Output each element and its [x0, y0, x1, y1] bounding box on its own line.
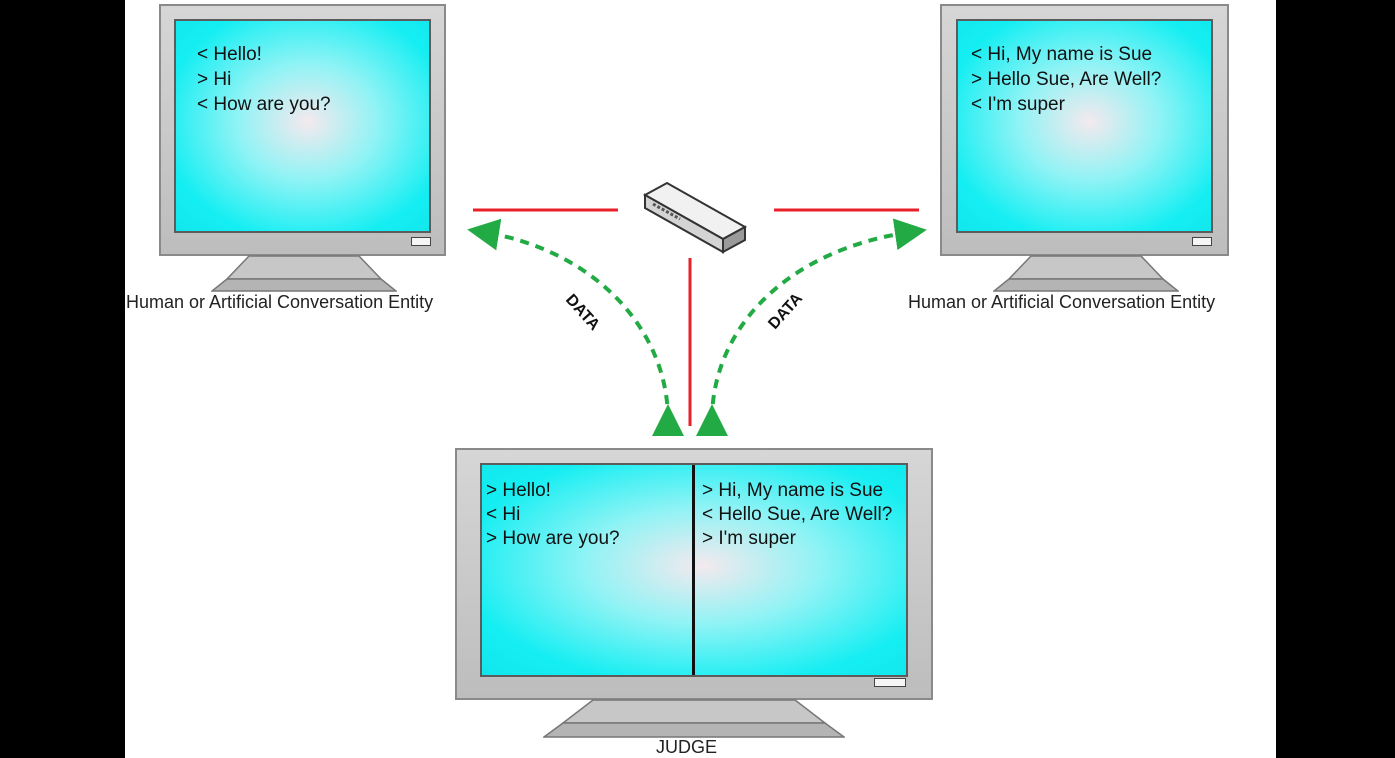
left-monitor: < Hello! > Hi < How are you? [159, 4, 446, 256]
left-monitor-stand [211, 255, 397, 292]
right-data-label: DATA [765, 290, 806, 333]
left-screen: < Hello! > Hi < How are you? [174, 19, 431, 233]
chat-line: < Hi, My name is Sue [971, 44, 1153, 65]
right-monitor: < Hi, My name is Sue > Hello Sue, Are We… [940, 4, 1229, 256]
right-data-arrow [695, 218, 927, 437]
judge-monitor: > Hello! < Hi > How are you? > Hi, My na… [455, 448, 933, 700]
screen-divider [692, 465, 695, 675]
diagram-canvas: DATA DATA < Hello! > Hi < How are you? H… [125, 0, 1276, 758]
power-button [1192, 237, 1212, 246]
connection-layer: DATA DATA [467, 181, 927, 437]
power-button [411, 237, 431, 246]
judge-screen: > Hello! < Hi > How are you? > Hi, My na… [480, 463, 908, 677]
power-button [874, 678, 906, 687]
chat-line: < I'm super [971, 94, 1065, 115]
left-data-label: DATA [562, 291, 603, 334]
chat-line: > Hello Sue, Are Well? [971, 69, 1162, 90]
chat-line: < Hello Sue, Are Well? [702, 504, 893, 525]
chat-line: < Hello! [197, 44, 262, 65]
judge-monitor-caption: JUDGE [656, 737, 718, 757]
judge-monitor-stand [543, 699, 845, 738]
chat-line: > Hi, My name is Sue [702, 480, 884, 501]
chat-line: > I'm super [702, 528, 796, 549]
chat-line: > Hi [197, 69, 232, 90]
chat-line: > Hello! [486, 480, 551, 501]
network-switch-icon [642, 181, 748, 254]
right-monitor-caption: Human or Artificial Conversation Entity [908, 292, 1216, 312]
right-monitor-stand [993, 255, 1179, 292]
right-screen: < Hi, My name is Sue > Hello Sue, Are We… [956, 19, 1213, 233]
chat-line: < How are you? [197, 94, 331, 115]
chat-line: > How are you? [486, 528, 620, 549]
left-monitor-caption: Human or Artificial Conversation Entity [126, 292, 434, 312]
chat-line: < Hi [486, 504, 521, 525]
left-data-arrow [467, 218, 685, 437]
